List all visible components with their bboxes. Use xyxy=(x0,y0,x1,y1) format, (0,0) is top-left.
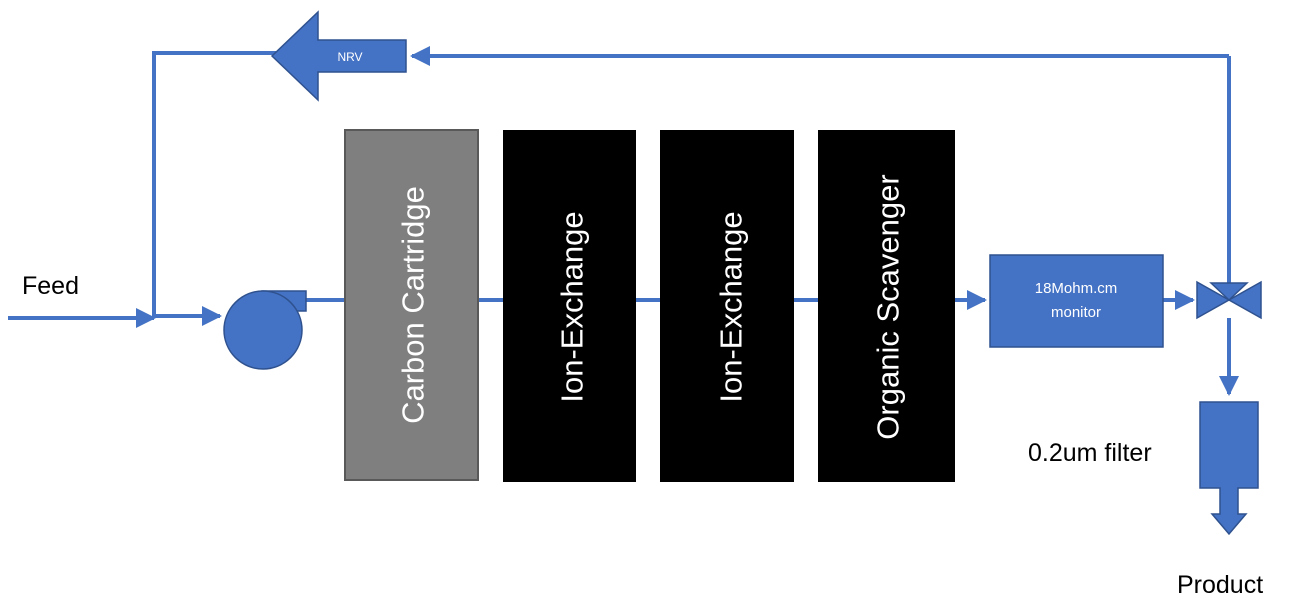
resistivity-monitor-box xyxy=(989,254,1164,348)
carbon-cartridge-column xyxy=(344,129,479,481)
nrv-label: NRV xyxy=(337,50,362,64)
ion-exchange-label-1: Ion-Exchange xyxy=(555,211,590,402)
organic-scavenger-column xyxy=(818,130,955,482)
feed-label: Feed xyxy=(22,272,79,300)
three-way-valve-icon xyxy=(1196,280,1262,320)
ion-exchange-column-2 xyxy=(660,130,794,482)
cartridge-filter-icon xyxy=(1199,401,1259,536)
pipes xyxy=(8,46,1239,396)
column-organic-scavenger: Organic Scavenger xyxy=(818,130,955,482)
column-ion-exchange-1: Ion-Exchange xyxy=(503,130,636,482)
monitor-label-line1: 18Mohm.cm xyxy=(1035,280,1118,297)
nrv-icon xyxy=(270,10,407,102)
recycle-riser-pipe xyxy=(152,51,276,316)
product-label: Product xyxy=(1177,571,1263,599)
ion-exchange-label-2: Ion-Exchange xyxy=(714,211,749,402)
column-ion-exchange-2: Ion-Exchange xyxy=(660,130,794,482)
organic-scavenger-label: Organic Scavenger xyxy=(871,174,906,439)
filter-label: 0.2um filter xyxy=(1028,439,1152,467)
monitor-label-line2: monitor xyxy=(1051,304,1101,321)
ion-exchange-column-1 xyxy=(503,130,636,482)
carbon-cartridge-label: Carbon Cartridge xyxy=(396,186,431,424)
centrifugal-pump-icon xyxy=(223,290,307,370)
column-carbon-cartridge: Carbon Cartridge xyxy=(344,129,479,481)
